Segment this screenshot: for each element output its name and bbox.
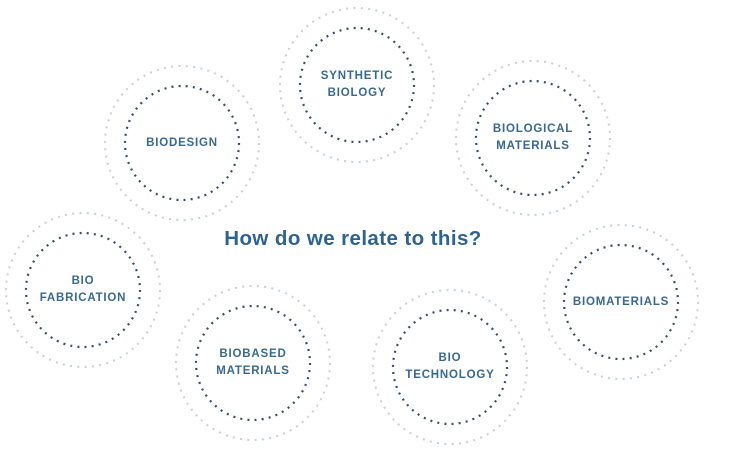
outer-dotted-ring [543, 224, 699, 380]
dotted-rings [5, 212, 161, 368]
circle-label-biobased-materials: BIOBASED MATERIALS [216, 348, 290, 377]
circle-bio-fabrication: BIO FABRICATION [3, 210, 163, 370]
central-question: How do we relate to this? [224, 227, 482, 250]
outer-dotted-ring [279, 7, 435, 163]
circle-label-biodesign: BIODESIGN [146, 136, 218, 149]
circle-label-bio-technology: BIO TECHNOLOGY [405, 352, 495, 381]
outer-dotted-ring [5, 212, 161, 368]
inner-dotted-ring [474, 79, 592, 197]
outer-dotted-ring [372, 289, 528, 445]
inner-dotted-ring [562, 243, 680, 361]
outer-dotted-ring [175, 285, 331, 441]
dotted-rings [175, 285, 331, 441]
circle-synthetic-biology: SYNTHETIC BIOLOGY [277, 5, 437, 165]
circle-biological-materials: BIOLOGICAL MATERIALS [453, 58, 613, 218]
circle-biomaterials: BIOMATERIALS [541, 222, 701, 382]
inner-dotted-ring [298, 26, 416, 144]
dotted-rings [455, 60, 611, 216]
outer-dotted-ring [455, 60, 611, 216]
circle-label-biological-materials: BIOLOGICAL MATERIALS [492, 123, 574, 152]
dotted-rings [104, 65, 260, 221]
circle-label-bio-fabrication: BIO FABRICATION [39, 275, 127, 304]
inner-dotted-ring [391, 308, 509, 426]
dotted-rings [279, 7, 435, 163]
dotted-rings [372, 289, 528, 445]
circle-biobased-materials: BIOBASED MATERIALS [173, 283, 333, 443]
circle-label-synthetic-biology: SYNTHETIC BIOLOGY [320, 70, 394, 99]
inner-dotted-ring [194, 304, 312, 422]
outer-dotted-ring [104, 65, 260, 221]
dotted-rings [543, 224, 699, 380]
inner-dotted-ring [123, 84, 241, 202]
circle-label-biomaterials: BIOMATERIALS [572, 295, 670, 308]
circle-biodesign: BIODESIGN [102, 63, 262, 223]
circle-bio-technology: BIO TECHNOLOGY [370, 287, 530, 447]
inner-dotted-ring [24, 231, 142, 349]
